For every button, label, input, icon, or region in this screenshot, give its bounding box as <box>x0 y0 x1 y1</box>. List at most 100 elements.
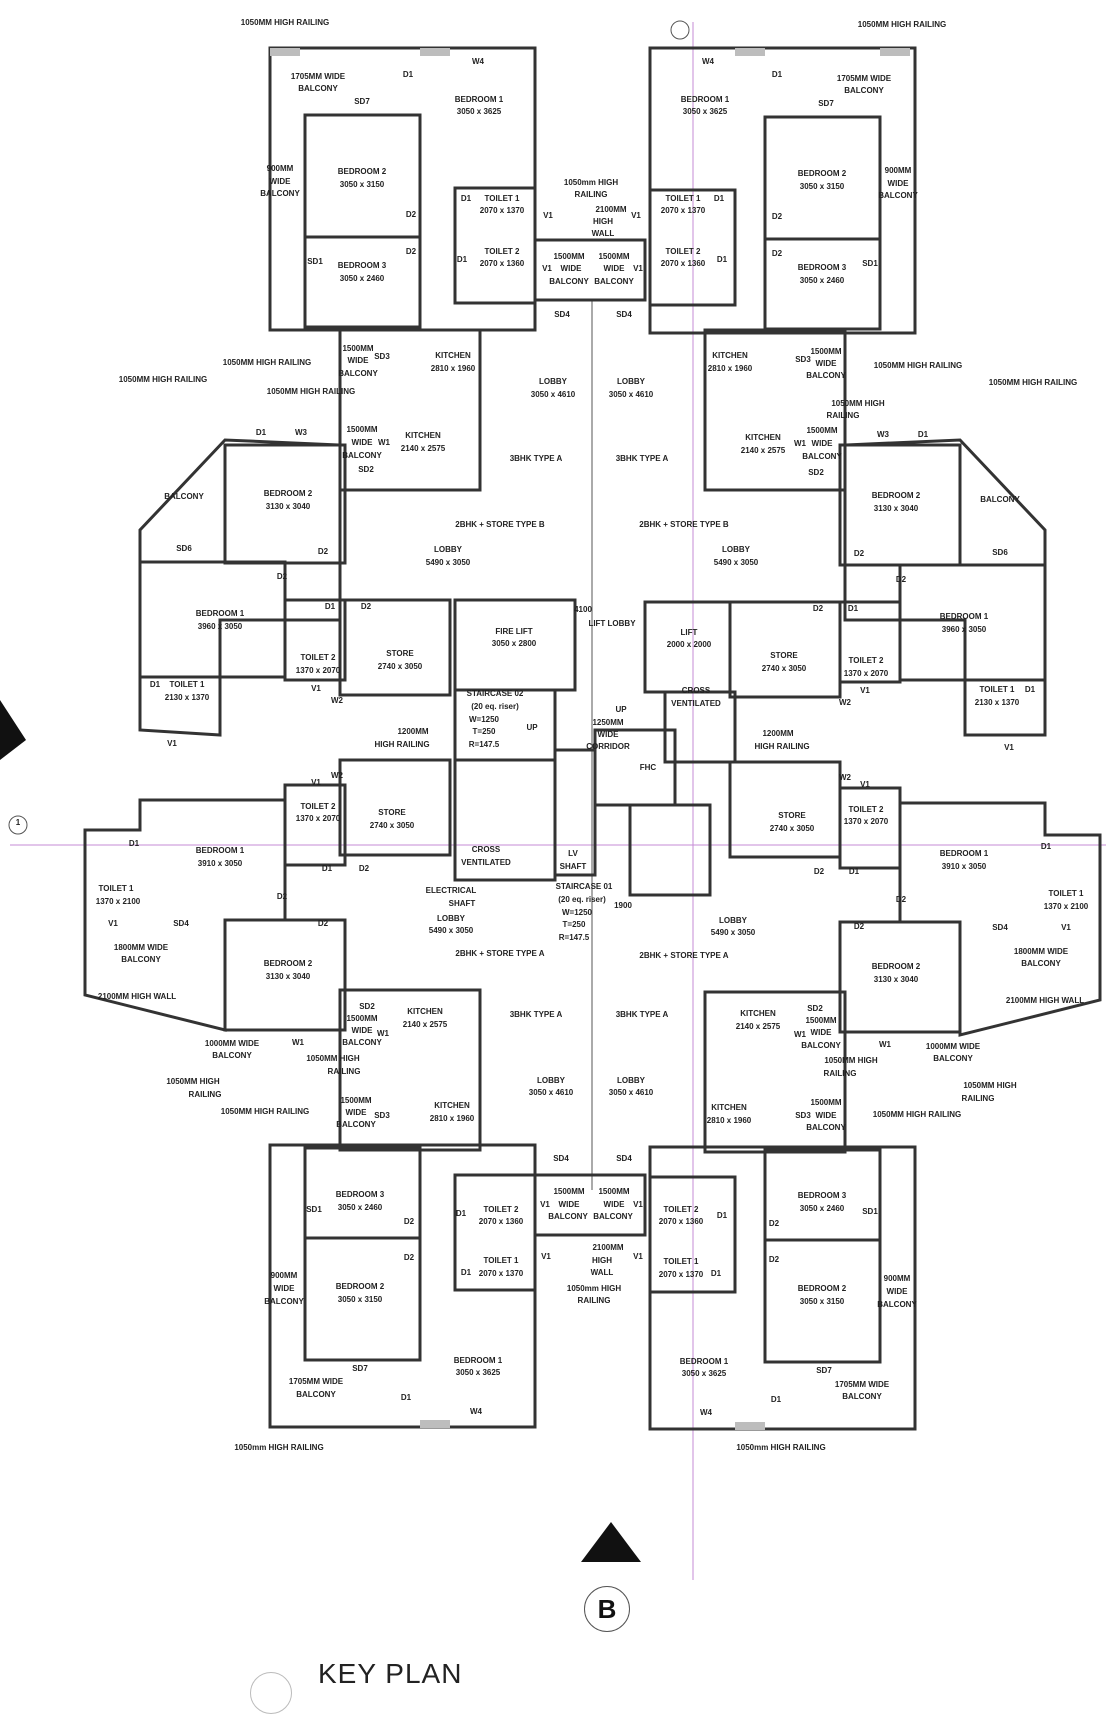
plan-label: 1050MM HIGH RAILING <box>858 20 946 29</box>
plan-label: V1 <box>631 211 641 220</box>
plan-label: WIDE <box>559 1200 581 1209</box>
plan-label: WALL <box>592 229 615 238</box>
plan-label: WIDE <box>888 179 910 188</box>
plan-label: 2070 x 1360 <box>661 259 706 268</box>
plan-label: 1050MM HIGH RAILING <box>221 1107 309 1116</box>
plan-label: SD1 <box>862 259 878 268</box>
plan-label: 1370 x 2100 <box>96 897 141 906</box>
plan-label: BALCONY <box>842 1392 882 1401</box>
plan-label: CORRIDOR <box>586 742 630 751</box>
plan-label: 2810 x 1960 <box>708 364 753 373</box>
plan-label: TOILET 1 <box>980 685 1016 694</box>
plan-label: BEDROOM 2 <box>264 489 313 498</box>
plan-label: 2070 x 1360 <box>479 1217 524 1226</box>
plan-label: 1500MM <box>598 252 629 261</box>
plan-label: WIDE <box>348 356 370 365</box>
plan-label: W4 <box>470 1407 483 1416</box>
plan-label: W2 <box>331 771 344 780</box>
plan-label: 1705MM WIDE <box>835 1380 890 1389</box>
plan-label: KITCHEN <box>407 1007 443 1016</box>
plan-label: BEDROOM 3 <box>798 263 847 272</box>
plan-label: 1500MM <box>346 425 377 434</box>
plan-label: 1050mm HIGH RAILING <box>234 1443 323 1452</box>
unit-bottom-left <box>268 1143 647 1429</box>
plan-label: D2 <box>769 1255 780 1264</box>
plan-label: V1 <box>541 1252 551 1261</box>
plan-label: WIDE <box>352 1026 374 1035</box>
plan-label: 3050 x 2800 <box>492 639 537 648</box>
plan-label: BALCONY <box>594 277 634 286</box>
plan-label: T=250 <box>563 920 586 929</box>
plan-label: D1 <box>150 680 161 689</box>
plan-label: 1050MM HIGH RAILING <box>241 18 329 27</box>
room-labels: 1050MM HIGH RAILING 1050MM HIGH RAILING W4… <box>16 18 1089 1452</box>
plan-label: 2070 x 1370 <box>479 1269 524 1278</box>
plan-label: 1500MM <box>806 426 837 435</box>
plan-label: 1370 x 2070 <box>844 669 889 678</box>
plan-label: BALCONY <box>336 1120 376 1129</box>
plan-label: 4100 <box>574 605 592 614</box>
plan-label: V1 <box>542 264 552 273</box>
plan-label: HIGH <box>593 217 613 226</box>
plan-label: D2 <box>896 575 907 584</box>
plan-label: 900MM <box>884 1274 911 1283</box>
plan-label: 1050MM HIGH <box>306 1054 360 1063</box>
plan-label: D1 <box>1025 685 1036 694</box>
plan-label: D2 <box>277 892 288 901</box>
plan-label: BEDROOM 2 <box>798 169 847 178</box>
plan-label: WIDE <box>346 1108 368 1117</box>
plan-label: 3050 x 3625 <box>683 107 728 116</box>
plan-label: 1500MM <box>340 1096 371 1105</box>
plan-label: 1050MM HIGH RAILING <box>989 378 1077 387</box>
unit-bottom-right <box>648 1145 917 1431</box>
plan-label: 2130 x 1370 <box>165 693 210 702</box>
plan-label: W2 <box>331 696 344 705</box>
plan-label: 5490 x 3050 <box>711 928 756 937</box>
plan-label: D2 <box>318 547 329 556</box>
plan-label: 2070 x 1370 <box>659 1270 704 1279</box>
plan-label: TOILET 1 <box>170 680 206 689</box>
plan-label: VENTILATED <box>671 699 721 708</box>
plan-label: 3050 x 4610 <box>609 390 654 399</box>
plan-label: BEDROOM 2 <box>798 1284 847 1293</box>
plan-label: BALCONY <box>549 277 589 286</box>
plan-label: BALCONY <box>342 451 382 460</box>
plan-label: SD4 <box>992 923 1008 932</box>
plan-label: 900MM <box>885 166 912 175</box>
plan-label: TOILET 1 <box>484 1256 520 1265</box>
plan-label: LOBBY <box>617 1076 646 1085</box>
plan-label: BALCONY <box>801 1041 841 1050</box>
central-core <box>453 728 712 897</box>
plan-label: STORE <box>386 649 414 658</box>
plan-label: BALCONY <box>164 492 204 501</box>
plan-label: W4 <box>472 57 485 66</box>
plan-label: BALCONY <box>548 1212 588 1221</box>
plan-label: 1000MM WIDE <box>205 1039 260 1048</box>
plan-label: 1370 x 2070 <box>844 817 889 826</box>
plan-label: 1050MM HIGH RAILING <box>874 361 962 370</box>
plan-label: 1050mm HIGH RAILING <box>736 1443 825 1452</box>
plan-label: 900MM <box>271 1271 298 1280</box>
plan-label: BALCONY <box>296 1390 336 1399</box>
plan-label: 1050mm HIGH <box>567 1284 621 1293</box>
section-mark-b: B <box>584 1586 630 1632</box>
plan-label: SD3 <box>374 352 390 361</box>
plan-label: BALCONY <box>1021 959 1061 968</box>
plan-label: D1 <box>918 430 929 439</box>
plan-label: 2740 x 3050 <box>378 662 423 671</box>
plan-label: D2 <box>814 867 825 876</box>
plan-label: V1 <box>1061 923 1071 932</box>
plan-label: D1 <box>129 839 140 848</box>
plan-label: SHAFT <box>560 862 587 871</box>
grid-mark-2 <box>670 20 690 40</box>
plan-label: 2070 x 1360 <box>659 1217 704 1226</box>
plan-label: 3050 x 3150 <box>338 1295 383 1304</box>
plan-label: D1 <box>848 604 859 613</box>
plan-label: BALCONY <box>933 1054 973 1063</box>
plan-label: 2740 x 3050 <box>762 664 807 673</box>
plan-label: D1 <box>717 255 728 264</box>
plan-label: (20 eq. riser) <box>558 895 606 904</box>
plan-label: SD1 <box>306 1205 322 1214</box>
plan-label: 3050 x 2460 <box>338 1203 383 1212</box>
plan-label: RAILING <box>578 1296 611 1305</box>
